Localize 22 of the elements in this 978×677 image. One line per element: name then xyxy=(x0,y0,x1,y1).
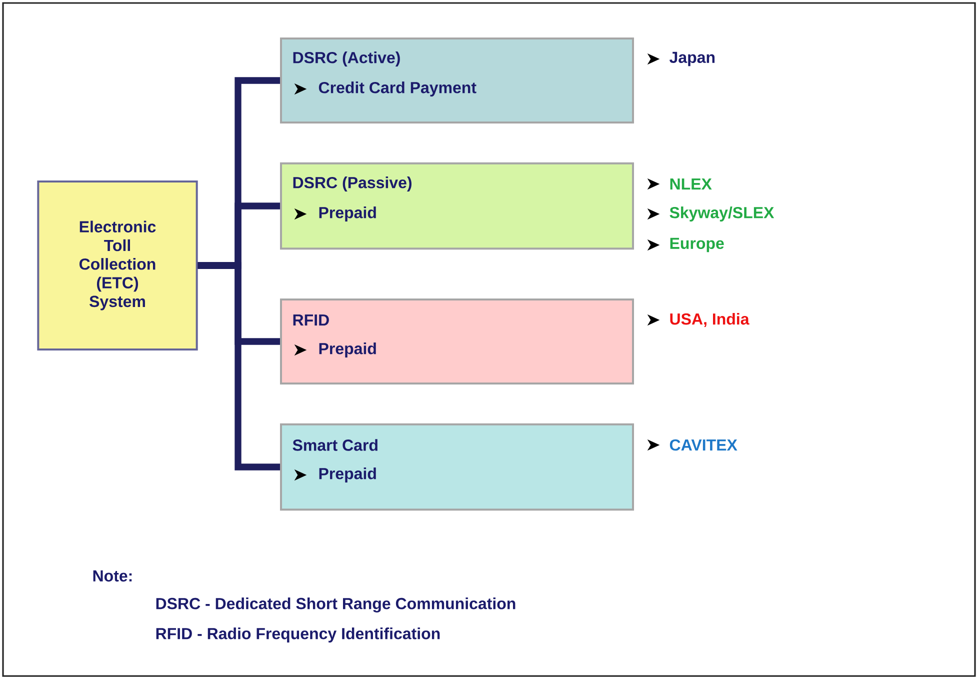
list-item: Credit Card Payment xyxy=(294,82,476,96)
box-heading: Smart Card xyxy=(292,439,378,451)
example-item: Japan xyxy=(647,52,715,66)
example-item: CAVITEX xyxy=(647,439,738,451)
list-item: Prepaid xyxy=(294,342,376,358)
note-text: DSRC - Dedicated Short Range Communication xyxy=(156,598,516,612)
category-box xyxy=(280,38,634,124)
box-heading: DSRC (Passive) xyxy=(293,176,412,192)
connector-line xyxy=(198,262,280,470)
category-box xyxy=(280,162,634,250)
list-item: Prepaid xyxy=(294,468,376,482)
note-text: RFID - Radio Frequency Identification xyxy=(156,628,440,642)
box-heading: RFID xyxy=(293,314,329,326)
box-heading: DSRC (Active) xyxy=(293,52,400,66)
note-heading: Note: xyxy=(93,570,132,582)
category-box xyxy=(280,423,634,511)
example-item: USA, India xyxy=(647,312,750,328)
example-item: Europe xyxy=(647,238,724,252)
system-box: Electronic Toll Collection (ETC) System xyxy=(37,180,198,350)
category-box xyxy=(280,298,634,384)
list-item: Prepaid xyxy=(294,206,376,222)
example-item: Skyway/SLEX xyxy=(647,206,774,222)
